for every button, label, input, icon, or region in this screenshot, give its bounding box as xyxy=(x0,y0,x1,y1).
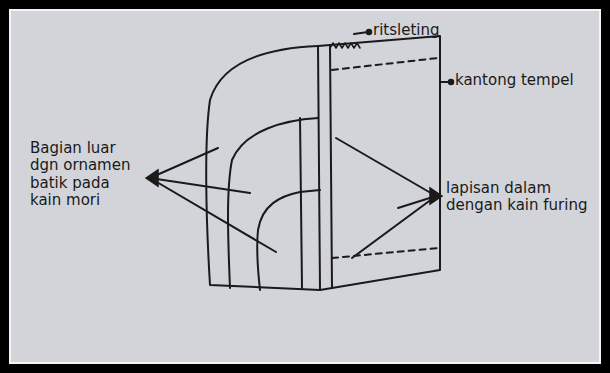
dashed-seam xyxy=(332,58,438,70)
arrow-head xyxy=(430,188,442,204)
leader-line xyxy=(352,196,436,258)
dot xyxy=(449,80,454,85)
dot xyxy=(367,30,372,35)
zipper xyxy=(330,43,360,48)
leader-line xyxy=(150,178,250,193)
front-panel xyxy=(318,36,440,290)
inner-layer xyxy=(257,192,300,290)
arrow-head xyxy=(146,170,158,186)
part-label: lapisan dalam dengan kain furing xyxy=(446,180,591,215)
inner-edge xyxy=(300,118,302,288)
outer-body xyxy=(206,46,320,290)
part-label: kantong tempel xyxy=(455,72,595,89)
panel-seam xyxy=(330,45,332,288)
leader-line xyxy=(336,138,436,196)
leader-line xyxy=(150,178,276,252)
inner-edge xyxy=(300,190,320,192)
leader-line xyxy=(150,148,218,178)
dashed-seam xyxy=(332,248,438,258)
part-label: Bagian luar dgn ornamen batik pada kain … xyxy=(30,140,142,209)
part-label: ritsleting xyxy=(373,22,513,39)
